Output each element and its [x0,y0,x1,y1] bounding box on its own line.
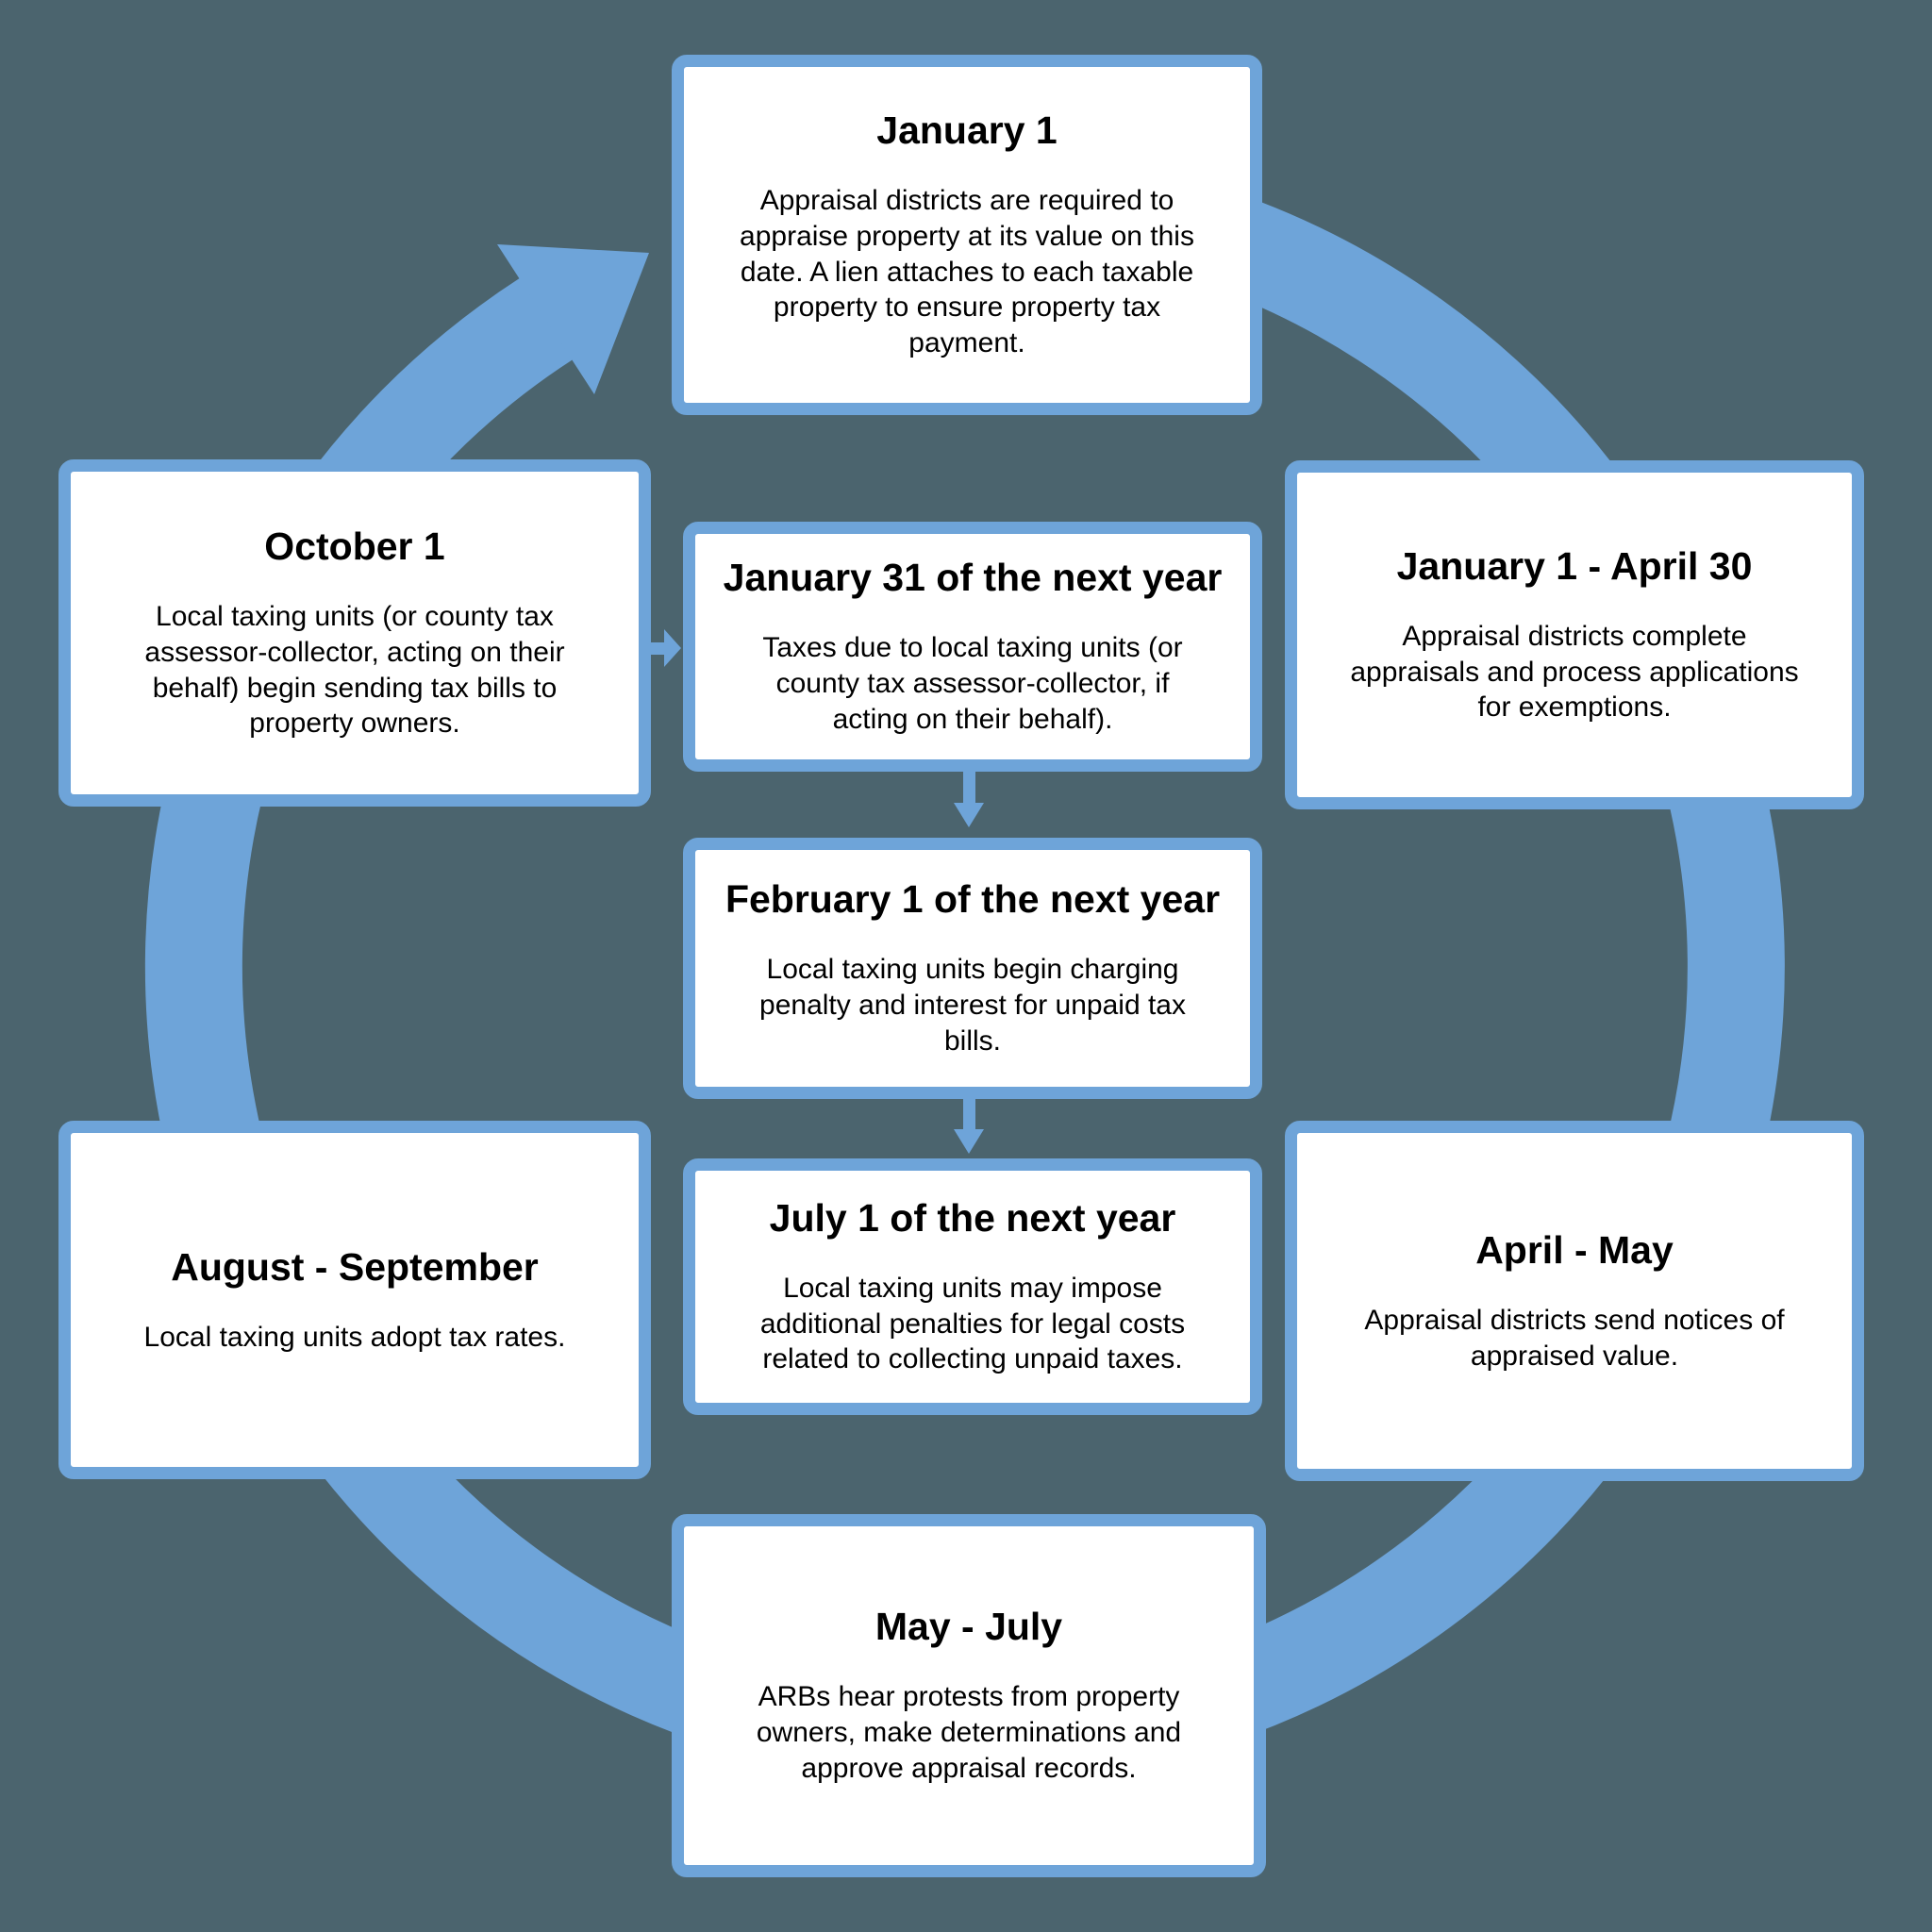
cycle-box-january-1-april-30: January 1 - April 30 Appraisal districts… [1285,460,1864,809]
cycle-box-january-1-april-30-title: January 1 - April 30 [1396,543,1753,588]
cycle-box-october-1-body: Local taxing units (or county tax assess… [144,600,565,740]
cycle-ring-arrowhead-icon [497,244,649,394]
cycle-box-august-september-title: August - September [171,1244,539,1289]
cycle-box-january-1-title: January 1 [876,108,1058,152]
cycle-box-may-july-title: May - July [874,1605,1063,1649]
timeline-box-february-1: February 1 of the next year Local taxing… [683,838,1262,1099]
timeline-box-february-1-title: February 1 of the next year [724,877,1221,922]
timeline-box-january-31-title: January 31 of the next year [723,556,1223,600]
right-arrow-icon [651,629,681,667]
cycle-box-may-july: May - July ARBs hear protests from prope… [672,1514,1266,1877]
timeline-box-january-31-body: Taxes due to local taxing units (or coun… [762,632,1183,735]
down-arrow-icon-1 [954,772,984,827]
down-arrow-icon-2 [954,1097,984,1154]
timeline-box-july-1: July 1 of the next year Local taxing uni… [683,1158,1262,1415]
cycle-box-january-1-april-30-body: Appraisal districts complete appraisals … [1350,620,1799,724]
cycle-box-january-1: January 1 Appraisal districts are requir… [672,55,1262,415]
timeline-box-february-1-body: Local taxing units begin charging penalt… [759,954,1186,1057]
cycle-box-april-may-title: April - May [1475,1227,1674,1272]
cycle-box-april-may: April - May Appraisal districts send not… [1285,1121,1864,1481]
cycle-box-may-july-body: ARBs hear protests from property owners,… [756,1681,1182,1784]
cycle-box-october-1-title: October 1 [264,524,445,568]
cycle-box-april-may-body: Appraisal districts send notices of appr… [1364,1304,1785,1372]
timeline-box-july-1-body: Local taxing units may impose additional… [759,1272,1186,1375]
timeline-box-january-31: January 31 of the next year Taxes due to… [683,522,1262,772]
cycle-box-january-1-body: Appraisal districts are required to appr… [740,185,1194,359]
cycle-box-august-september: August - September Local taxing units ad… [58,1121,651,1479]
timeline-box-july-1-title: July 1 of the next year [769,1195,1176,1240]
cycle-box-october-1: October 1 Local taxing units (or county … [58,459,651,807]
cycle-box-august-september-body: Local taxing units adopt tax rates. [143,1321,566,1353]
